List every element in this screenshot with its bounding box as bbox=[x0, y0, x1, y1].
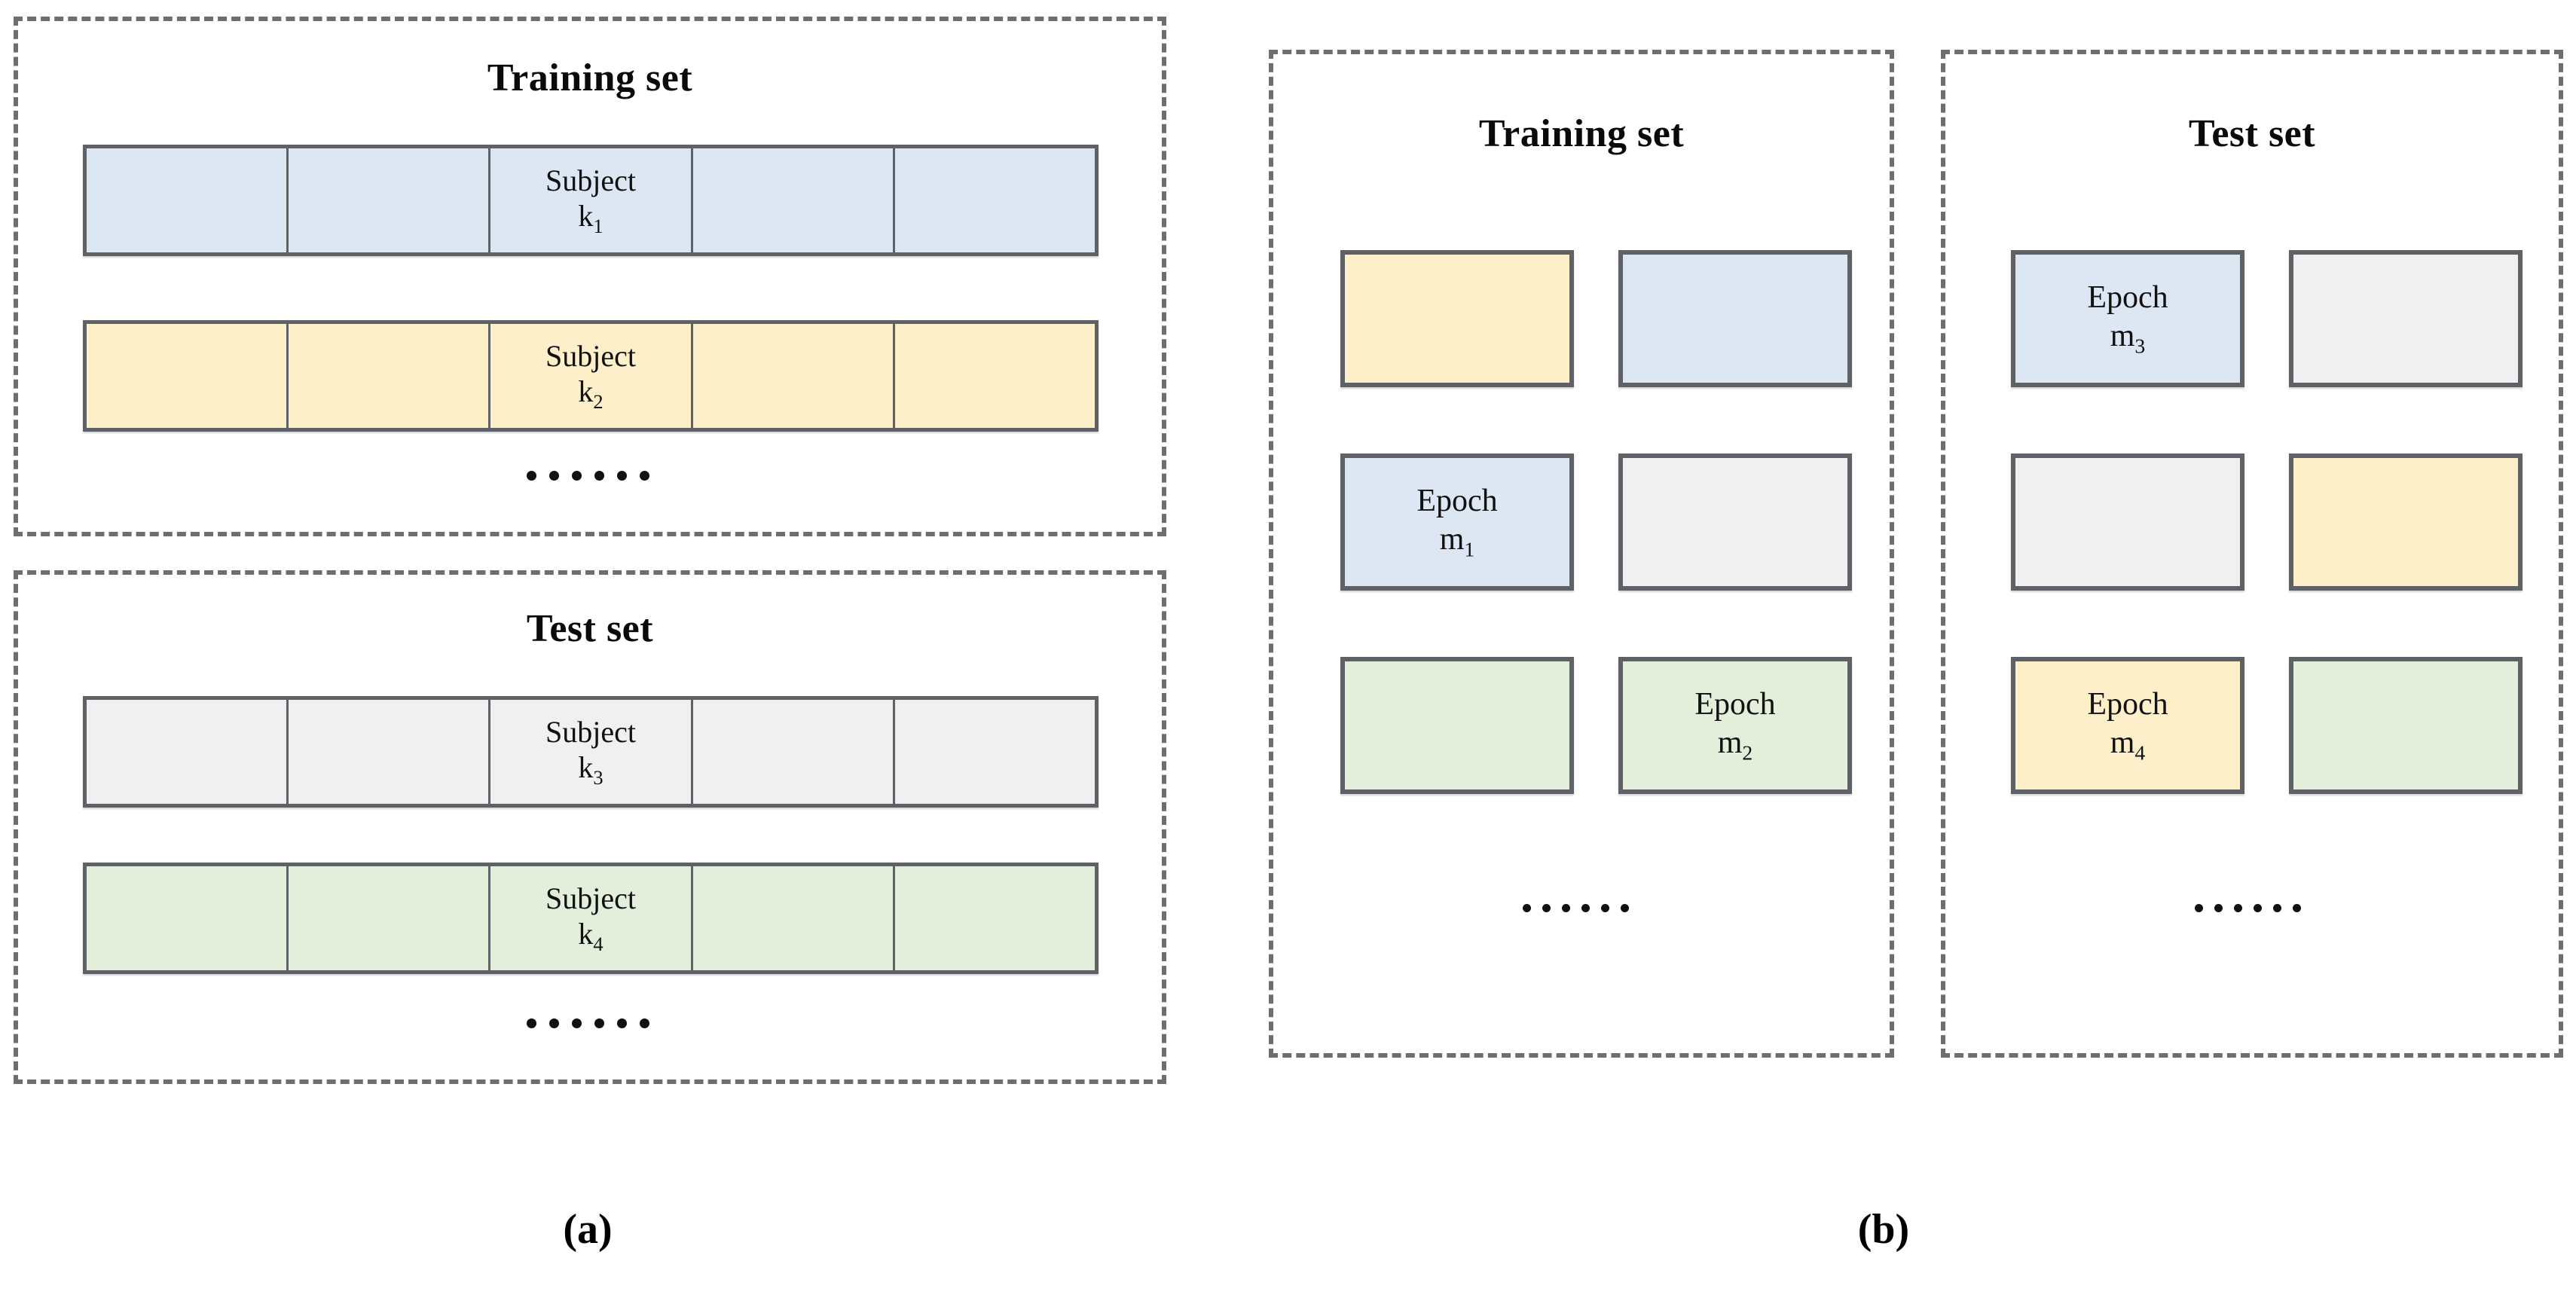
ellipsis-dot bbox=[1581, 904, 1590, 912]
panel-a-test-set-title: Test set bbox=[526, 607, 654, 650]
epoch-box-b-train-r3c2-label-subscript: 2 bbox=[1742, 741, 1753, 765]
ellipsis-dot bbox=[594, 471, 604, 481]
ellipsis-dot bbox=[1542, 904, 1551, 912]
epoch-box-b-train-r2c1-label-line2: m1 bbox=[1439, 522, 1475, 561]
epoch-box-b-train-r3c2-label-line2: m2 bbox=[1717, 725, 1753, 765]
subject-k1-strip-cell-2 bbox=[289, 148, 491, 252]
ellipsis-dot bbox=[549, 1018, 559, 1028]
ellipsis-dot bbox=[2273, 904, 2281, 912]
panel-b-training-ellipsis bbox=[1523, 904, 1629, 912]
subject-k2-strip-cell-2 bbox=[289, 324, 491, 428]
ellipsis-dot bbox=[1562, 904, 1570, 912]
epoch-box-b-train-r2c1: Epoch m1 bbox=[1340, 453, 1574, 591]
panel-b-training-set-title: Training set bbox=[1478, 112, 1685, 155]
ellipsis-dot bbox=[527, 471, 536, 481]
epoch-box-b-train-r2c2 bbox=[1618, 453, 1852, 591]
ellipsis-dot bbox=[572, 1018, 582, 1028]
panel-a-test-set-group bbox=[14, 570, 1166, 1084]
panel-b-test-set-title: Test set bbox=[2188, 112, 2316, 155]
subject-k4-strip-cell-4 bbox=[693, 866, 895, 970]
epoch-box-b-train-r3c2-label-line1: Epoch bbox=[1694, 686, 1776, 722]
ellipsis-dot bbox=[2254, 904, 2262, 912]
ellipsis-dot bbox=[617, 471, 627, 481]
subject-k4-strip-cell-1 bbox=[87, 866, 289, 970]
subject-k3-strip-cell-1 bbox=[87, 700, 289, 804]
epoch-box-b-test-r2c1 bbox=[2011, 453, 2244, 591]
epoch-box-b-train-r2c1-label-subscript: 1 bbox=[1464, 537, 1475, 561]
epoch-box-b-test-r3c1-label-line1: Epoch bbox=[2087, 686, 2168, 722]
ellipsis-dot bbox=[594, 1018, 604, 1028]
epoch-box-b-train-r2c1-label-line1: Epoch bbox=[1416, 483, 1498, 518]
subject-k3-strip-cell-4 bbox=[693, 700, 895, 804]
subject-k4-strip-label-line1: Subject bbox=[545, 881, 636, 915]
subject-k2-strip-label-line2: k2 bbox=[578, 374, 604, 414]
subject-k1-strip-label-line1: Subject bbox=[545, 163, 636, 197]
epoch-box-b-train-r3c1 bbox=[1340, 657, 1574, 794]
epoch-box-b-train-r1c1 bbox=[1340, 250, 1574, 387]
subject-k3-strip-cell-5 bbox=[895, 700, 1095, 804]
subject-k1-strip-cell-4 bbox=[693, 148, 895, 252]
subject-k3-strip-label-line1: Subject bbox=[545, 714, 636, 749]
panel-a-training-set-group bbox=[14, 17, 1166, 536]
epoch-box-b-train-r1c2 bbox=[1618, 250, 1852, 387]
ellipsis-dot bbox=[617, 1018, 627, 1028]
ellipsis-dot bbox=[640, 1018, 649, 1028]
ellipsis-dot bbox=[2214, 904, 2223, 912]
ellipsis-dot bbox=[2234, 904, 2242, 912]
ellipsis-dot bbox=[2195, 904, 2203, 912]
ellipsis-dot bbox=[2293, 904, 2301, 912]
figure-caption-a: (a) bbox=[563, 1206, 613, 1253]
epoch-box-b-test-r1c1-label-line2: m3 bbox=[2110, 319, 2146, 358]
epoch-box-b-test-r3c2 bbox=[2289, 657, 2523, 794]
figure-caption-b: (b) bbox=[1857, 1206, 1910, 1253]
panel-a-training-set-title: Training set bbox=[487, 56, 693, 99]
subject-k4-strip-cell-2 bbox=[289, 866, 491, 970]
ellipsis-dot bbox=[640, 471, 649, 481]
panel-b-test-ellipsis bbox=[2195, 904, 2301, 912]
subject-k3-strip-label-line2: k3 bbox=[578, 750, 604, 789]
epoch-box-b-test-r2c2 bbox=[2289, 453, 2523, 591]
subject-k4-strip-label-subscript: 4 bbox=[593, 933, 604, 956]
subject-k2-strip-cell-5 bbox=[895, 324, 1095, 428]
ellipsis-dot bbox=[1621, 904, 1629, 912]
epoch-box-b-test-r1c2 bbox=[2289, 250, 2523, 387]
subject-k2-strip-label-subscript: 2 bbox=[593, 390, 604, 414]
subject-k2-strip-label-line1: Subject bbox=[545, 338, 636, 373]
panel-a-training-ellipsis bbox=[527, 471, 649, 481]
ellipsis-dot bbox=[1523, 904, 1531, 912]
subject-k1-strip-cell-5 bbox=[895, 148, 1095, 252]
subject-k2-strip-cell-4 bbox=[693, 324, 895, 428]
subject-k4-strip-label-line2: k4 bbox=[578, 917, 604, 956]
subject-k1-strip-label-line2: k1 bbox=[578, 199, 604, 238]
panel-a-test-ellipsis bbox=[527, 1018, 649, 1028]
subject-k3-strip-label-subscript: 3 bbox=[593, 766, 604, 789]
subject-k4-strip-cell-5 bbox=[895, 866, 1095, 970]
subject-k2-strip-cell-1 bbox=[87, 324, 289, 428]
epoch-box-b-test-r1c1: Epoch m3 bbox=[2011, 250, 2244, 387]
ellipsis-dot bbox=[549, 471, 559, 481]
ellipsis-dot bbox=[527, 1018, 536, 1028]
subject-k1-strip-cell-1 bbox=[87, 148, 289, 252]
epoch-box-b-test-r1c1-label-subscript: 3 bbox=[2134, 334, 2146, 358]
epoch-box-b-test-r3c1-label-subscript: 4 bbox=[2134, 741, 2146, 765]
ellipsis-dot bbox=[1601, 904, 1609, 912]
subject-k1-strip-label-subscript: 1 bbox=[593, 215, 604, 238]
ellipsis-dot bbox=[572, 471, 582, 481]
epoch-box-b-test-r1c1-label-line1: Epoch bbox=[2087, 279, 2168, 315]
epoch-box-b-test-r3c1-label-line2: m4 bbox=[2110, 725, 2146, 765]
subject-k3-strip-cell-2 bbox=[289, 700, 491, 804]
